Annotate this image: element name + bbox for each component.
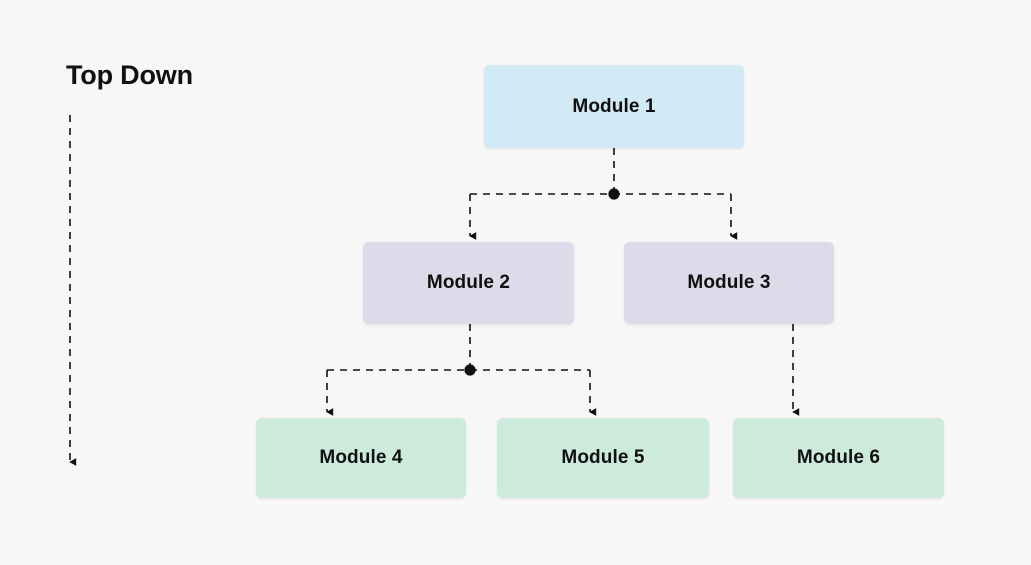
node-module-4-label: Module 4 [319,447,403,468]
junction-dot-under-module-2 [464,364,476,376]
edge-module2-trunk [327,324,590,376]
node-module-5[interactable]: Module 5 [497,418,709,498]
edge-module1-trunk [470,148,731,200]
node-module-1-label: Module 1 [572,95,656,117]
node-module-1[interactable]: Module 1 [484,65,744,148]
node-module-6[interactable]: Module 6 [733,418,944,498]
node-module-4[interactable]: Module 4 [256,418,466,498]
node-module-2-label: Module 2 [426,272,511,293]
node-module-6-label: Module 6 [796,447,881,468]
node-module-3[interactable]: Module 3 [624,242,834,324]
junction-dot-under-module-1 [608,188,620,200]
node-module-5-label: Module 5 [561,447,645,468]
node-module-3-label: Module 3 [687,272,771,293]
node-module-2[interactable]: Module 2 [363,242,574,324]
direction-label: Top Down [66,60,193,90]
